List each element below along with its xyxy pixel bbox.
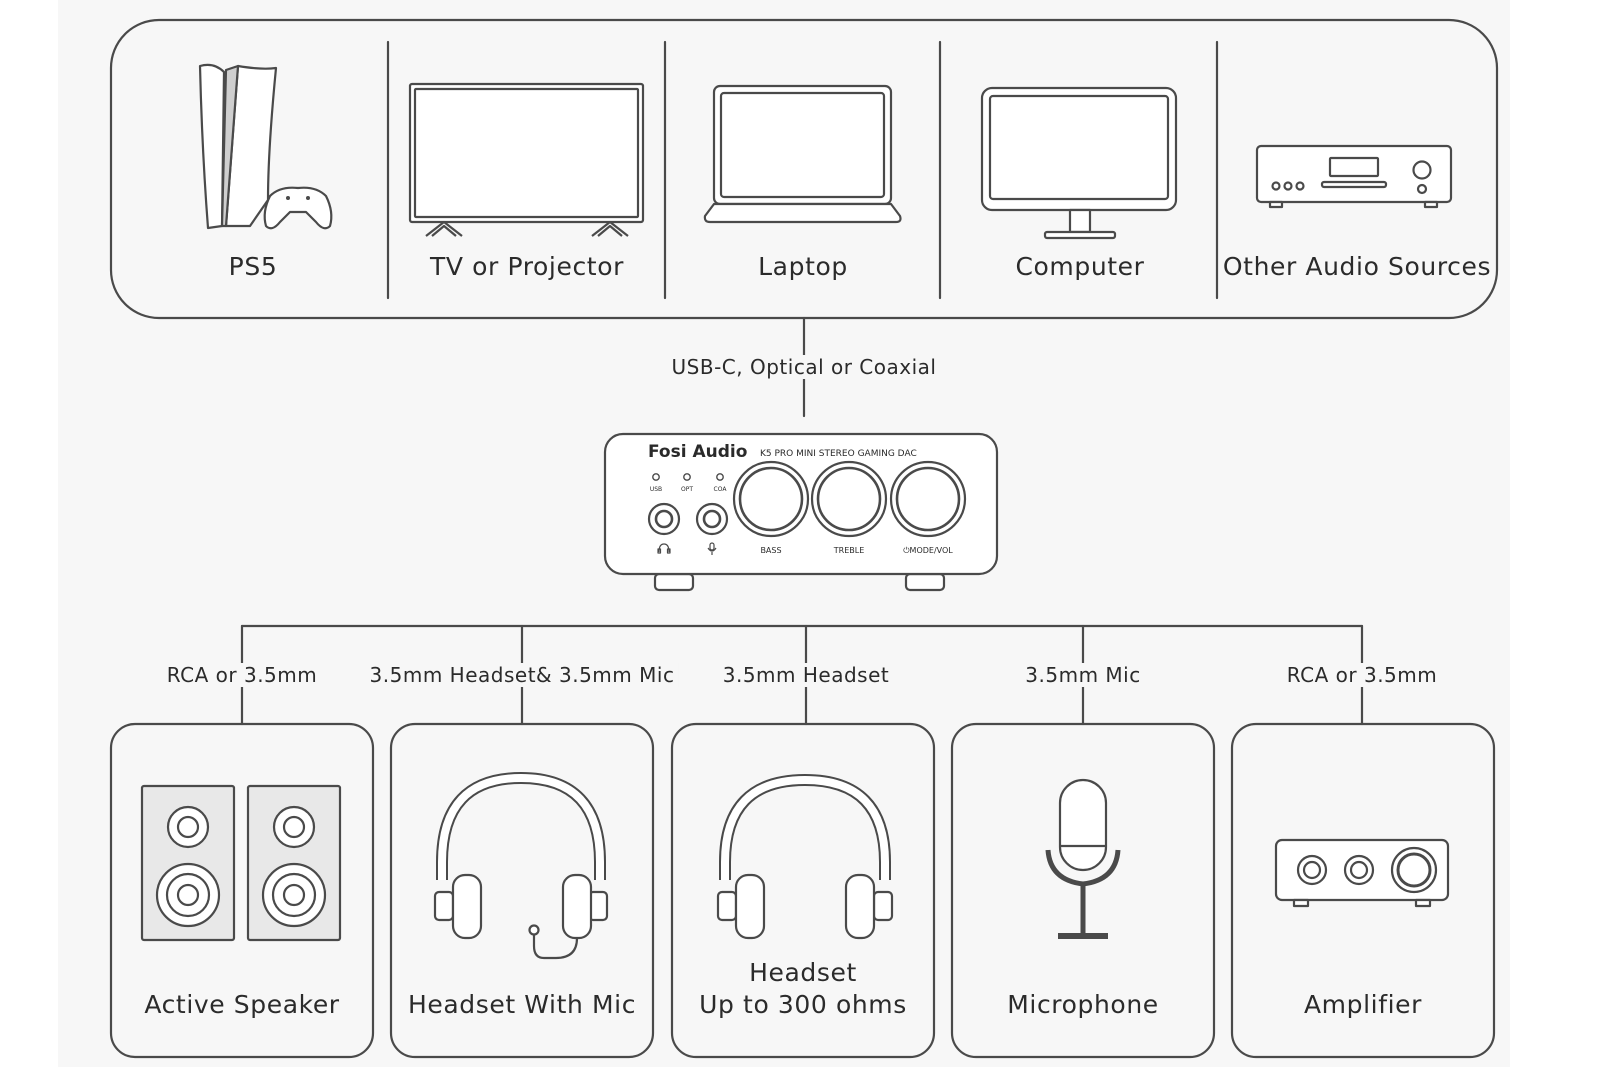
output-connection-label: 3.5mm Headset& 3.5mm Mic xyxy=(365,663,679,687)
output-box xyxy=(109,722,375,1059)
input-indicator-lights xyxy=(652,473,724,481)
output-connection-label: 3.5mm Headset xyxy=(718,663,894,687)
source-label-other: Other Audio Sources xyxy=(1222,252,1492,281)
input-label-opt: OPT xyxy=(680,486,694,493)
output-connection-label: RCA or 3.5mm xyxy=(1282,663,1442,687)
output-label-amplifier: Amplifier xyxy=(1303,990,1423,1019)
device-model: K5 PRO MINI STEREO GAMING DAC xyxy=(760,449,917,459)
output-connection-label: 3.5mm Mic xyxy=(1021,663,1145,687)
ps5-console-icon xyxy=(198,63,333,230)
knob-label-treble: TREBLE xyxy=(833,546,865,555)
output-box xyxy=(670,722,936,1059)
input-label-coa: COA xyxy=(713,486,727,493)
monitor-icon xyxy=(980,86,1178,240)
output-label-microphone: Microphone xyxy=(1007,990,1159,1019)
output-sublabel-headset: Up to 300 ohms xyxy=(699,990,907,1019)
output-box xyxy=(389,722,655,1059)
input-label-usb: USB xyxy=(649,486,663,493)
knob-label-bass: BASS xyxy=(760,546,782,555)
output-label-headset: Headset xyxy=(749,958,857,987)
bass-knob xyxy=(732,460,810,538)
device-brand: Fosi Audio xyxy=(648,442,748,462)
headphone-jack xyxy=(647,502,681,536)
output-box xyxy=(1230,722,1496,1059)
volume-knob xyxy=(889,460,967,538)
output-label-active-speaker: Active Speaker xyxy=(144,990,340,1019)
source-label-tv: TV or Projector xyxy=(430,252,624,281)
source-label-ps5: PS5 xyxy=(228,252,278,281)
treble-knob xyxy=(810,460,888,538)
amplifier-icon xyxy=(1274,838,1450,908)
output-connection-label: RCA or 3.5mm xyxy=(162,663,322,687)
output-label-headset-mic: Headset With Mic xyxy=(407,990,637,1019)
output-box xyxy=(950,722,1216,1059)
input-connection-label: USB-C, Optical or Coaxial xyxy=(667,355,941,379)
source-label-laptop: Laptop xyxy=(758,252,848,281)
laptop-icon xyxy=(703,84,902,224)
knob-label-mode-vol: ⏻MODE/VOL xyxy=(903,546,953,555)
headphones-icon xyxy=(716,774,894,940)
speaker-icon xyxy=(140,784,342,942)
headphone-small-icon xyxy=(657,543,671,554)
microphone-icon xyxy=(1045,778,1121,939)
headset-mic-icon xyxy=(433,772,609,960)
mic-jack xyxy=(695,502,729,536)
audio-receiver-icon xyxy=(1255,144,1453,209)
mic-small-icon xyxy=(707,542,717,555)
tv-icon xyxy=(408,82,645,237)
dac-device xyxy=(603,432,999,592)
source-label-computer: Computer xyxy=(1015,252,1145,281)
